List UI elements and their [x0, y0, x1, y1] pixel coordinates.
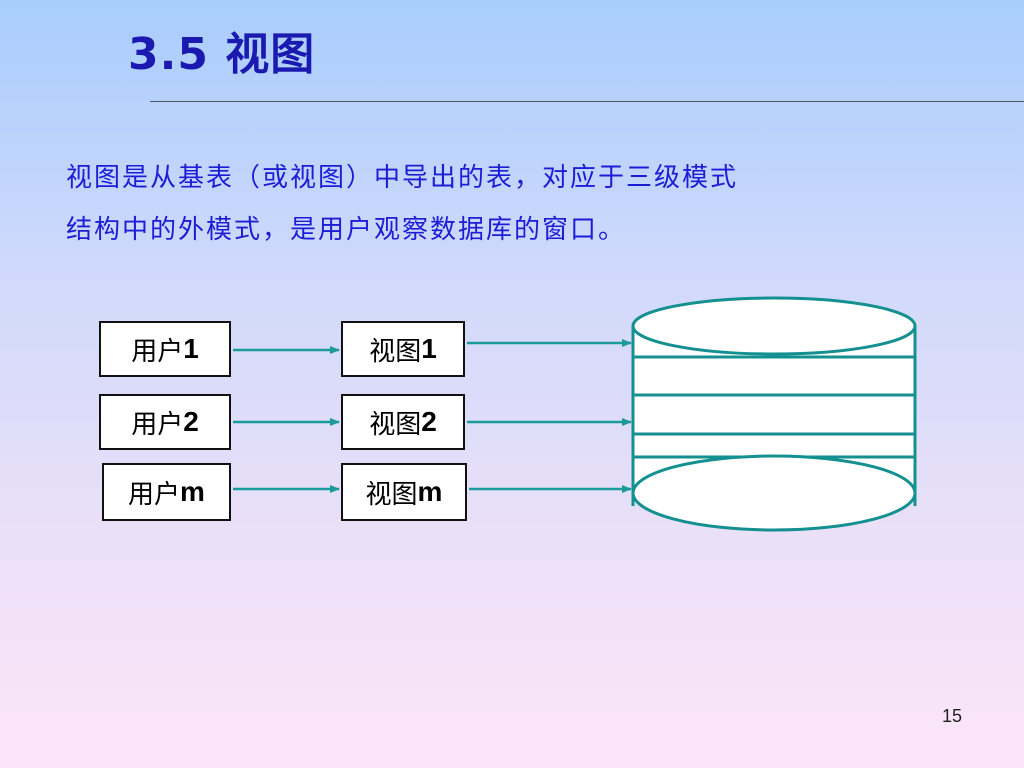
user-box-m-prefix: 用户: [128, 479, 181, 510]
database-top-ellipse: [631, 296, 917, 356]
user-box-2-prefix: 用户: [131, 409, 184, 440]
description: 视图是从基表（或视图）中导出的表，对应于三级模式 结构中的外模式，是用户观察数据…: [66, 152, 926, 256]
view-box-2-suffix: 2: [421, 406, 437, 437]
view-box-m-suffix: m: [417, 476, 443, 507]
slide-title: 3.5 视图: [128, 29, 316, 80]
user-box-1-prefix: 用户: [131, 336, 184, 367]
database-bottom-ellipse: [631, 454, 917, 532]
view-box-m-prefix: 视图: [365, 479, 418, 510]
view-box-2-prefix: 视图: [369, 409, 422, 440]
page-number: 15: [942, 706, 963, 726]
title-divider: [150, 101, 1024, 102]
description-line-1: 视图是从基表（或视图）中导出的表，对应于三级模式: [66, 163, 739, 193]
description-line-2: 结构中的外模式，是用户观察数据库的窗口。: [66, 215, 627, 245]
database-cylinder-icon: [631, 296, 917, 532]
user-box-m-suffix: m: [180, 476, 205, 507]
user-box-2-suffix: 2: [183, 406, 199, 437]
view-box-1-suffix: 1: [421, 333, 437, 364]
view-box-1-prefix: 视图: [369, 336, 422, 367]
user-box-1-suffix: 1: [183, 333, 199, 364]
